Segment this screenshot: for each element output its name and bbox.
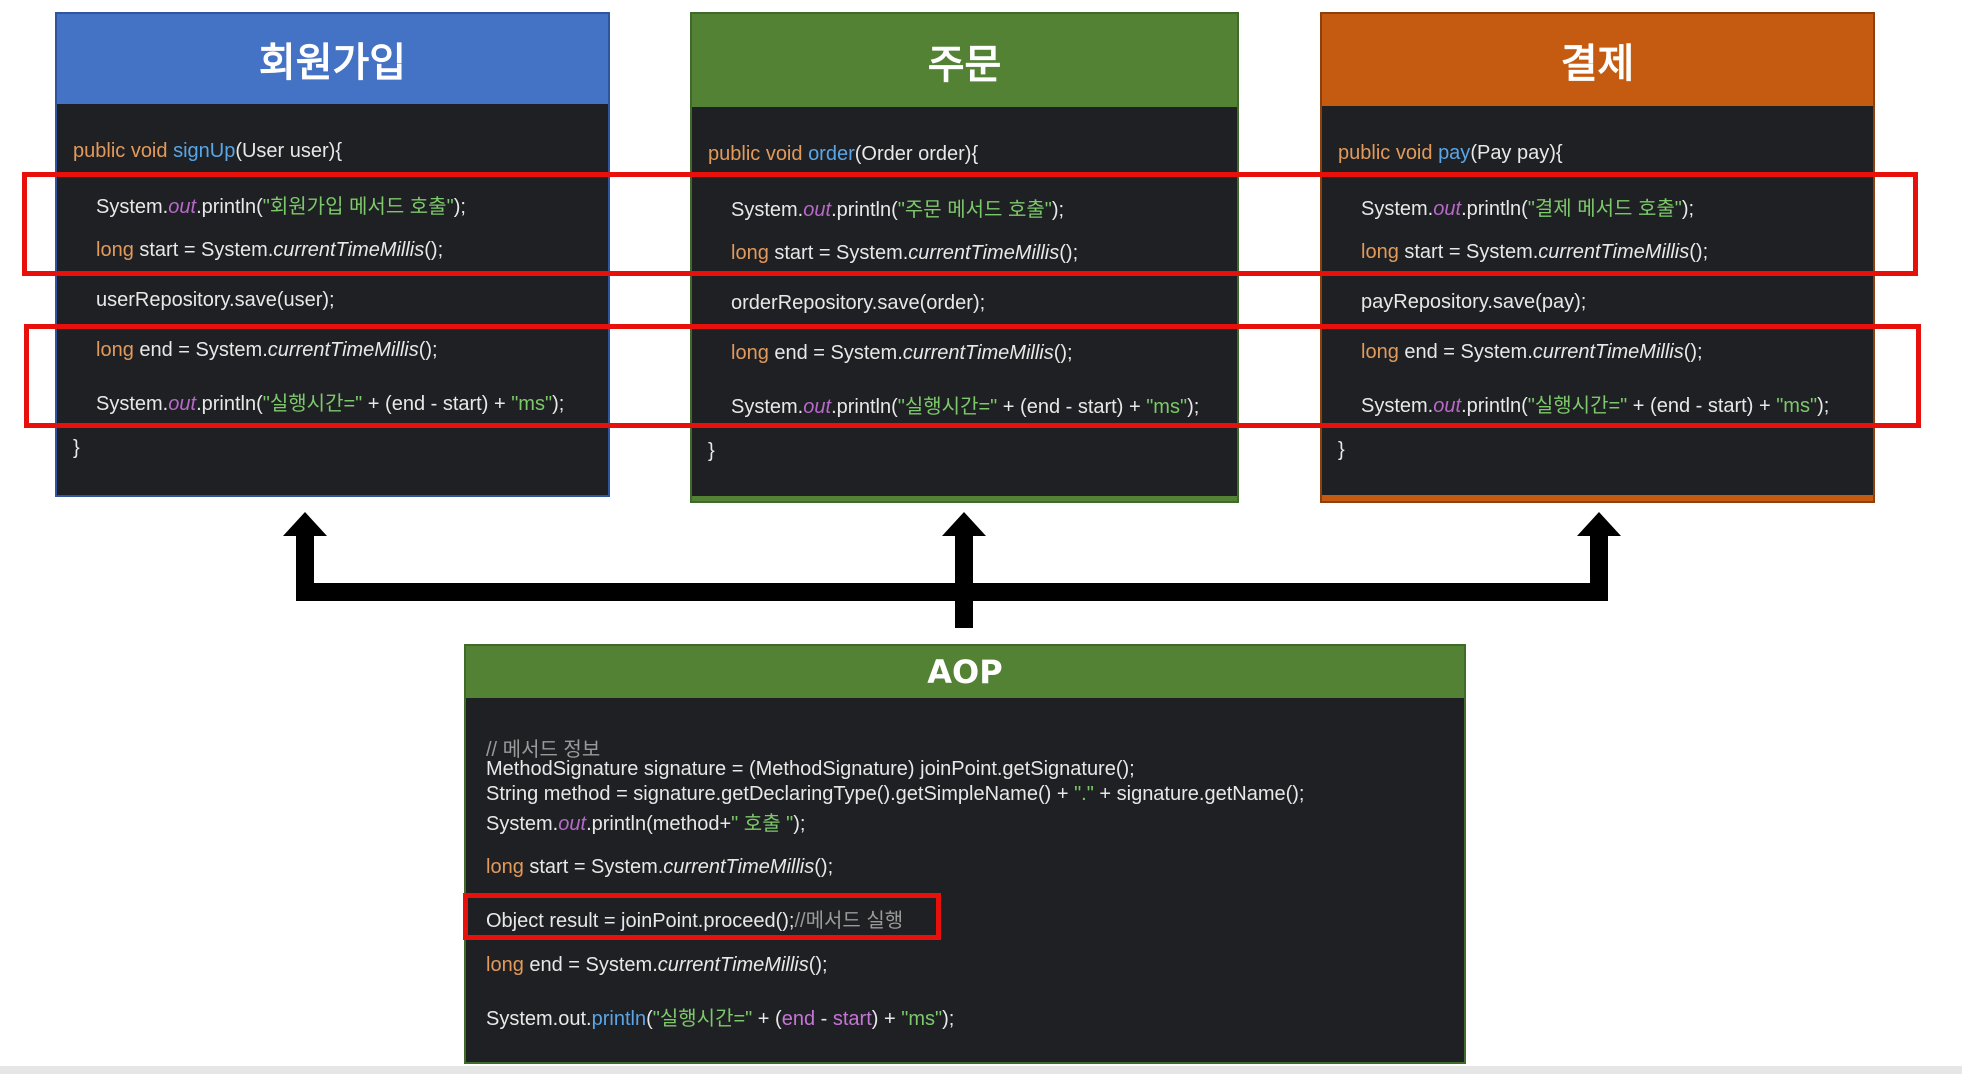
- aop-code-line-7: long end = System.currentTimeMillis();: [486, 954, 828, 976]
- order-code-line-2: System.out.println("주문 메서드 호출");: [731, 199, 1065, 221]
- signup-code-line-3: long start = System.currentTimeMillis();: [96, 239, 444, 261]
- arrow-head-right-icon: [1577, 512, 1621, 536]
- payment-code-line-2: System.out.println("결제 메서드 호출");: [1361, 198, 1695, 220]
- order-code-line-1: public void order(Order order){: [708, 143, 979, 165]
- payment-code-line-5: long end = System.currentTimeMillis();: [1361, 341, 1703, 363]
- payment-code-line-1: public void pay(Pay pay){: [1338, 142, 1563, 164]
- arrow-shaft-right: [1590, 535, 1608, 601]
- aop-title: AOP: [927, 653, 1003, 691]
- order-header: 주문: [692, 14, 1237, 107]
- aop-code-line-2: MethodSignature signature = (MethodSigna…: [486, 758, 1135, 780]
- payment-panel: 결제 public void pay(Pay pay){ System.out.…: [1320, 12, 1875, 503]
- order-title: 주문: [927, 41, 1002, 88]
- signup-code-line-2: System.out.println("회원가입 메서드 호출");: [96, 196, 466, 218]
- payment-panel-bottom-edge: [1322, 495, 1873, 501]
- signup-code-line-6: System.out.println("실행시간=" + (end - star…: [96, 393, 565, 415]
- aop-panel: AOP // 메서드 정보 MethodSignature signature …: [464, 644, 1466, 1064]
- highlight-box-proceed: [463, 893, 941, 940]
- order-panel: 주문 public void order(Order order){ Syste…: [690, 12, 1239, 503]
- aop-code-line-5: long start = System.currentTimeMillis();: [486, 856, 834, 878]
- aop-code-line-1: // 메서드 정보: [486, 739, 601, 761]
- aop-code-line-8: System.out.println("실행시간=" + (end - star…: [486, 1008, 955, 1030]
- highlight-box-after-advice: [24, 324, 1921, 428]
- payment-code-line-7: }: [1338, 439, 1345, 461]
- aop-code-line-4: System.out.println(method+" 호출 ");: [486, 813, 806, 835]
- order-code-line-6: System.out.println("실행시간=" + (end - star…: [731, 396, 1200, 418]
- order-code-line-4: orderRepository.save(order);: [731, 292, 986, 314]
- payment-title: 결제: [1560, 41, 1635, 87]
- signup-code-line-4: userRepository.save(user);: [96, 289, 335, 311]
- order-code-line-5: long end = System.currentTimeMillis();: [731, 342, 1073, 364]
- signup-header: 회원가입: [57, 14, 608, 104]
- arrow-shaft-center: [955, 535, 973, 628]
- aop-code-line-3: String method = signature.getDeclaringTy…: [486, 783, 1305, 805]
- aop-code-line-6: Object result = joinPoint.proceed();//메서…: [486, 910, 904, 932]
- payment-code-line-4: payRepository.save(pay);: [1361, 291, 1587, 313]
- order-code-line-3: long start = System.currentTimeMillis();: [731, 242, 1079, 264]
- aop-header: AOP: [466, 646, 1464, 698]
- signup-code-line-5: long end = System.currentTimeMillis();: [96, 339, 438, 361]
- bottom-edge-strip: [0, 1066, 1962, 1074]
- signup-title: 회원가입: [258, 40, 407, 86]
- order-panel-bottom-edge: [692, 496, 1237, 501]
- signup-panel: 회원가입 public void signUp(User user){ Syst…: [55, 12, 610, 497]
- signup-code-line-1: public void signUp(User user){: [73, 140, 343, 162]
- order-code-line-7: }: [708, 440, 715, 462]
- arrow-shaft-left: [296, 535, 314, 601]
- arrow-horizontal-bar: [296, 583, 1608, 601]
- payment-code-line-3: long start = System.currentTimeMillis();: [1361, 241, 1709, 263]
- arrow-head-left-icon: [283, 512, 327, 536]
- signup-code-line-7: }: [73, 437, 80, 459]
- arrow-head-center-icon: [942, 512, 986, 536]
- highlight-box-before-advice: [22, 172, 1918, 276]
- payment-header: 결제: [1322, 14, 1873, 106]
- payment-code-line-6: System.out.println("실행시간=" + (end - star…: [1361, 395, 1830, 417]
